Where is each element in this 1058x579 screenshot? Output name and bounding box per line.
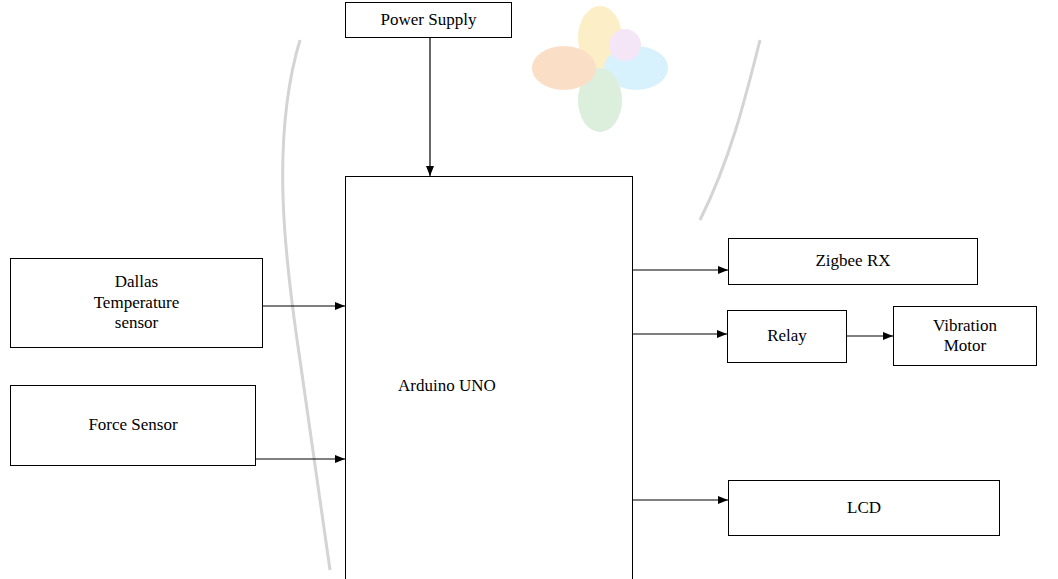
arrow-connector (847, 335, 893, 336)
display-box: LCD (728, 480, 1000, 536)
node-label: Force Sensor (88, 415, 177, 435)
node-label: Arduino UNO (398, 376, 496, 396)
arrow-connector (429, 38, 430, 176)
arrow-connector (633, 499, 728, 500)
sensor-box: Force Sensor (10, 385, 256, 466)
arrow-connector (256, 458, 345, 459)
node-label: Power Supply (381, 10, 477, 30)
arrow-connector (263, 305, 345, 306)
motor-box: Vibration Motor (893, 306, 1037, 366)
node-label: Relay (767, 326, 807, 346)
node-label: Dallas Temperature sensor (82, 272, 192, 333)
power-supply-box: Power Supply (345, 2, 512, 38)
radio-box: Zigbee RX (728, 238, 978, 285)
arrow-connector (633, 269, 728, 270)
node-label: Vibration Motor (918, 316, 1013, 357)
watermark-flower (532, 6, 668, 132)
node-label: LCD (847, 498, 881, 518)
watermark-laurel (283, 40, 760, 570)
relay-box: Relay (727, 310, 847, 363)
sensor-box: Dallas Temperature sensor (10, 258, 263, 348)
arrow-connector (633, 333, 727, 334)
node-label: Zigbee RX (815, 251, 890, 271)
controller-box: Arduino UNO (345, 176, 633, 579)
